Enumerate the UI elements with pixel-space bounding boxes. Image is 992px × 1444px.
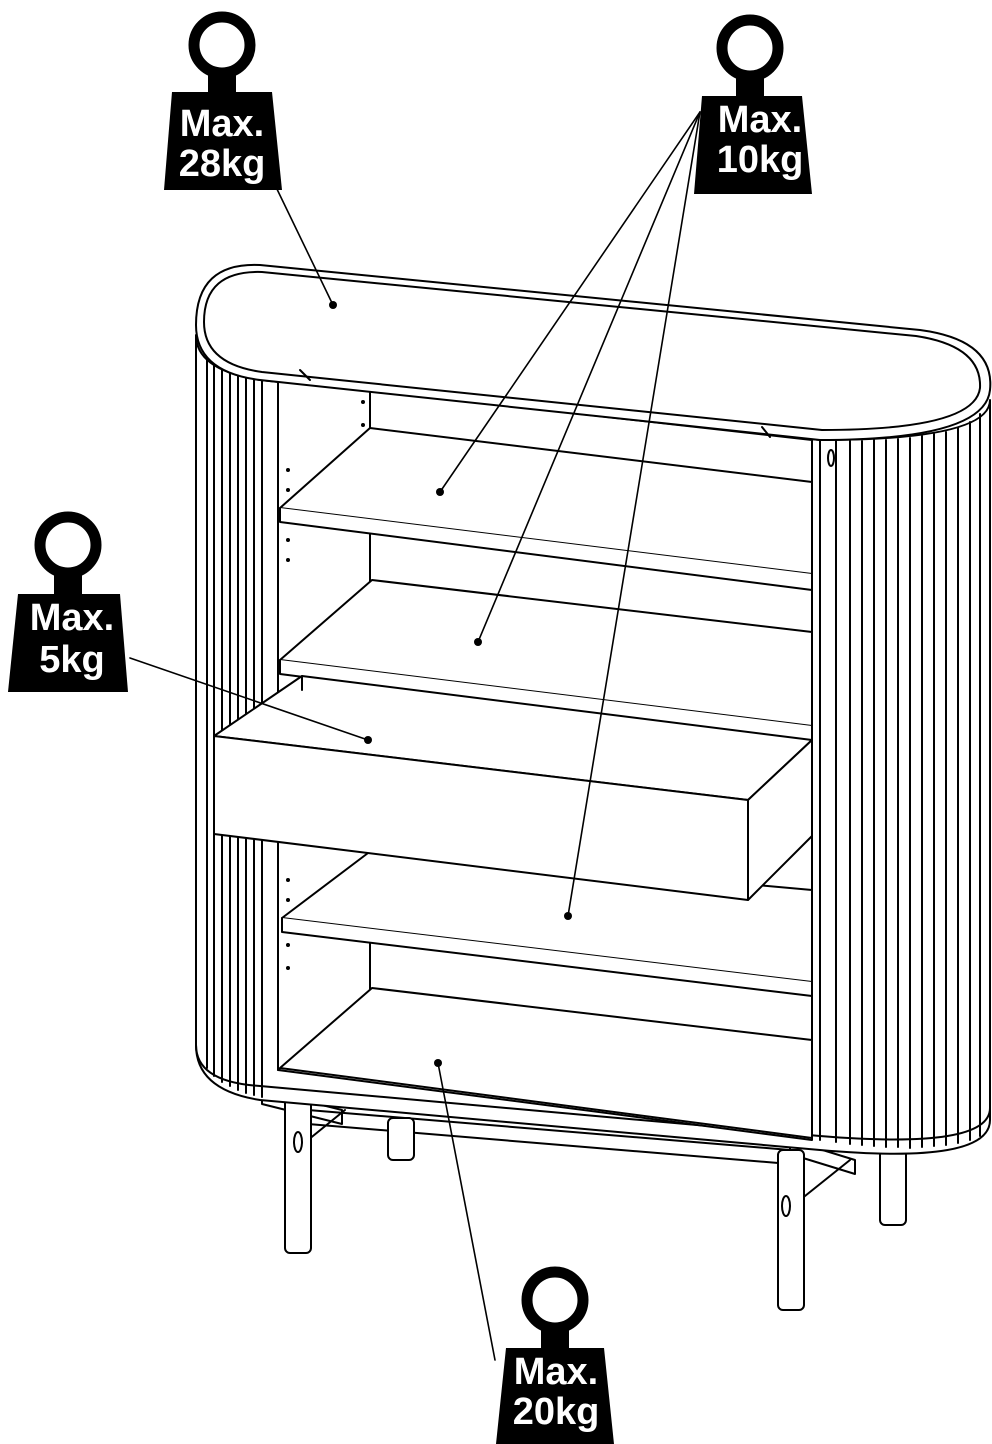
weight-icon-top: Max. 28kg bbox=[164, 11, 282, 190]
weight-label-top-line1: Max. bbox=[180, 103, 264, 145]
cabinet-legs bbox=[261, 1089, 907, 1311]
cabinet-shelves bbox=[279, 427, 813, 1139]
leader-lines bbox=[129, 111, 701, 1361]
weight-label-drawer-line1: Max. bbox=[30, 597, 114, 639]
weight-icon-drawer: Max. 5kg bbox=[8, 511, 128, 692]
weight-icon-bottom: Max. 20kg bbox=[496, 1266, 614, 1444]
cabinet-top bbox=[195, 263, 992, 441]
weight-icon-shelves: Max. 10kg bbox=[694, 14, 812, 194]
weight-label-drawer-line2: 5kg bbox=[39, 639, 104, 681]
weight-label-bottom-line1: Max. bbox=[514, 1351, 598, 1393]
weight-label-shelves-line1: Max. bbox=[718, 99, 802, 141]
weight-label-bottom-line2: 20kg bbox=[513, 1391, 600, 1433]
leader-dots bbox=[329, 301, 572, 1067]
weight-label-shelves-line2: 10kg bbox=[717, 139, 804, 181]
cabinet-drawer bbox=[213, 675, 813, 901]
weight-label-top-line2: 28kg bbox=[179, 143, 266, 185]
